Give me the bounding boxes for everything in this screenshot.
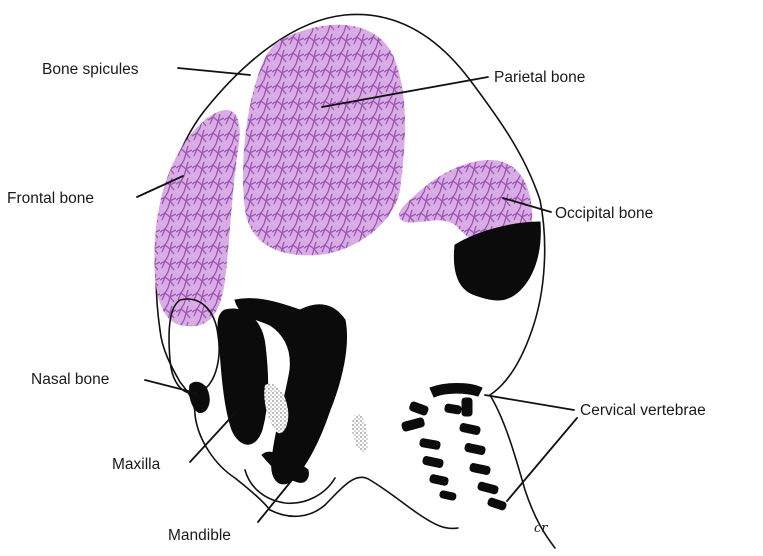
leader-cervical-vertebrae-2 (507, 418, 577, 501)
label-frontal-bone: Frontal bone (7, 190, 94, 207)
label-nasal-bone: Nasal bone (31, 371, 109, 388)
leader-maxilla (190, 412, 236, 462)
label-cervical-vertebrae: Cervical vertebrae (580, 402, 706, 419)
cartilage-stipple-1 (264, 384, 288, 434)
label-maxilla: Maxilla (112, 456, 161, 473)
label-bone-spicules: Bone spicules (42, 61, 139, 78)
label-occipital-bone: Occipital bone (555, 205, 653, 222)
artist-signature: cr (534, 521, 548, 536)
cartilage-stipple-2 (352, 414, 368, 452)
leader-cervical-vertebrae-1 (485, 395, 574, 410)
cervical-vertebrae-group (401, 384, 506, 511)
parietal-bone-region (243, 25, 405, 256)
label-mandible: Mandible (168, 527, 231, 544)
label-parietal-bone: Parietal bone (494, 69, 585, 86)
frontal-bone-region (154, 110, 239, 326)
leader-nasal-bone (145, 380, 196, 393)
